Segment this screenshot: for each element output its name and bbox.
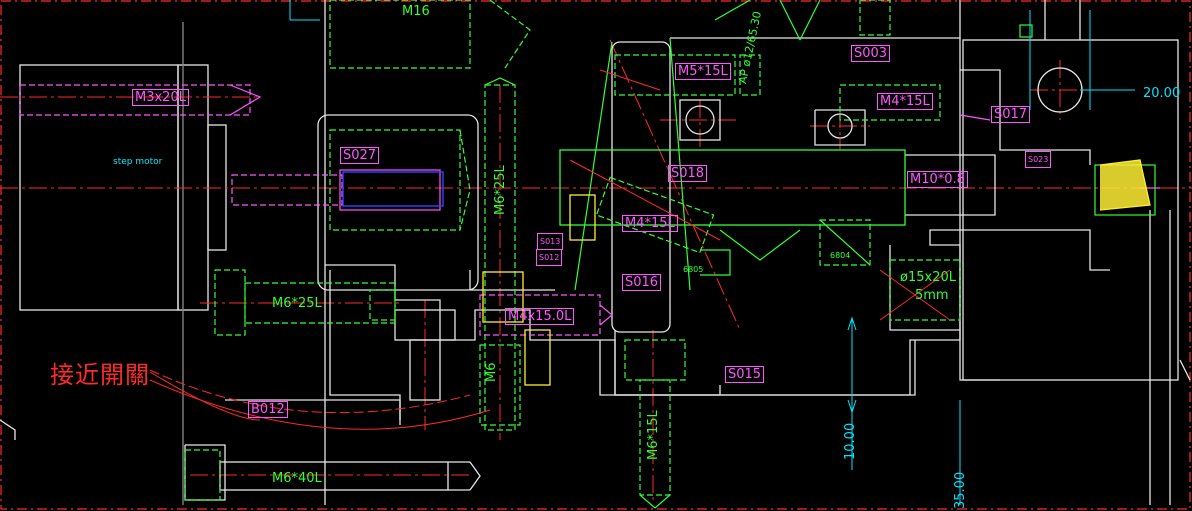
label-dim-5mm: 5mm: [915, 288, 949, 303]
label-s003: S003: [851, 45, 891, 62]
leader-arcs: [149, 69, 951, 430]
label-s012-small: S012: [536, 249, 563, 266]
label-m3x20l: M3x20L: [132, 89, 189, 106]
label-s018: S018: [668, 165, 708, 182]
label-dim-35: 35.00: [953, 471, 968, 509]
label-s013: S013: [537, 233, 564, 250]
label-m6x15l: M6*15L: [646, 410, 661, 460]
hidden-lines: [184, 0, 1156, 509]
screw-features-magenta: [19, 84, 1160, 336]
label-proximity-switch: 接近開關: [50, 361, 150, 389]
label-m4x15-0l: M4x15.0L: [505, 308, 575, 325]
label-s023-small: S023: [1025, 151, 1052, 168]
label-dim-10: 10.00: [843, 422, 858, 460]
label-s017: S017: [991, 106, 1031, 123]
label-m10x08: M10*0.8: [907, 171, 968, 188]
label-step-motor: step motor: [113, 157, 163, 167]
switch-yellow: [482, 159, 1151, 386]
label-m6x25l-vertical: M6*25L: [493, 165, 508, 215]
dimension-lines: [289, 0, 1135, 505]
label-m6-vertical: M6: [484, 362, 499, 383]
motor-shaft: [342, 171, 444, 207]
label-s027: S027: [340, 147, 380, 164]
label-bearing-right: 6804: [830, 251, 851, 260]
label-m6x40l: M6*40L: [272, 471, 322, 486]
label-m16: M16: [402, 4, 430, 19]
label-bearing-left: 6805: [683, 265, 704, 274]
label-b012: B012: [248, 401, 288, 418]
label-s015: S015: [725, 366, 765, 383]
label-m4x15l-mid: M4*15L: [622, 215, 678, 232]
label-m5x15l: M5*15L: [675, 63, 731, 80]
label-dim-20: 20.00: [1143, 86, 1181, 101]
label-m4x15l-top: M4*15L: [877, 93, 933, 110]
label-phi15x20l: ø15x20L: [900, 270, 956, 285]
label-m6x25l-horizontal: M6*25L: [272, 296, 322, 311]
label-s016: S016: [622, 274, 662, 291]
step-motor-body: [19, 22, 227, 505]
